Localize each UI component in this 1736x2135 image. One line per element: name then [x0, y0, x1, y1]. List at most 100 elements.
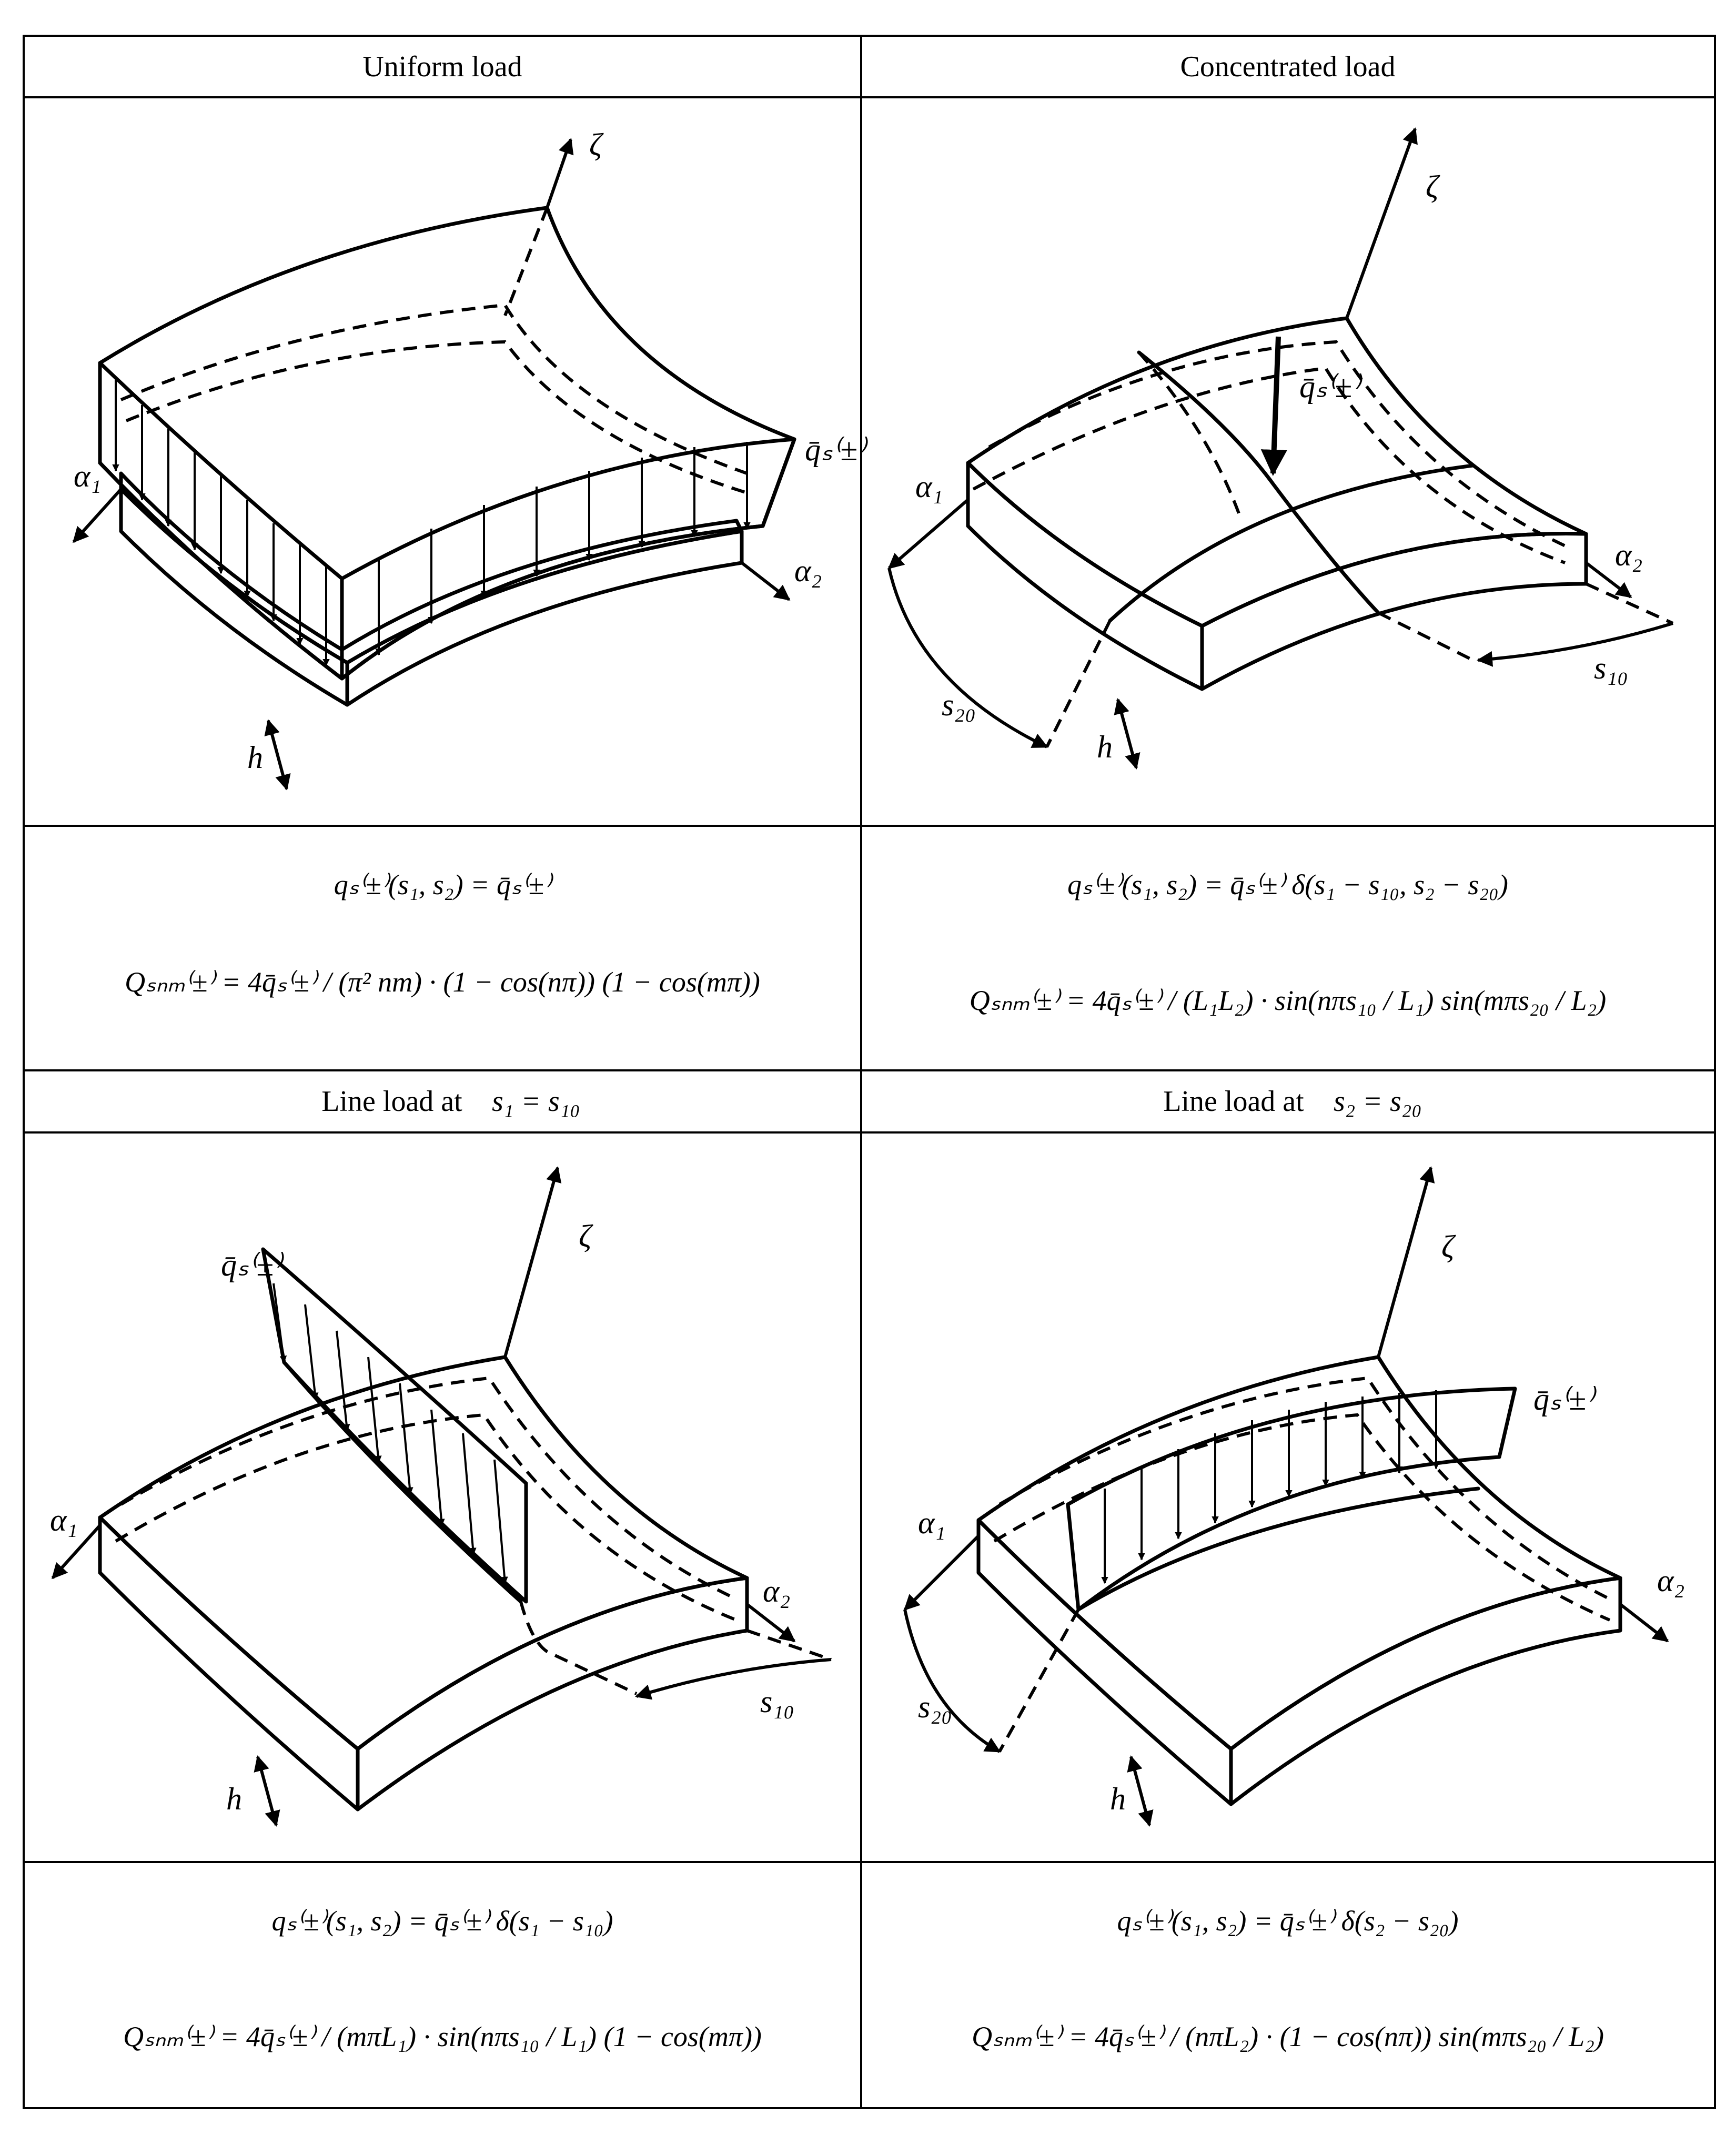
alpha2-label: α₂ — [1615, 538, 1642, 572]
s10-label: s₁₀ — [760, 1684, 794, 1719]
equation-concentrated-q: qₛ⁽±⁾(s₁, s₂) = q̄ₛ⁽±⁾ δ(s₁ − s₁₀, s₂ − … — [1067, 869, 1508, 900]
equation-concentrated-Q: Qₛₙₘ⁽±⁾ = 4q̄ₛ⁽±⁾ / (L₁L₂) · sin(nπs₁₀ /… — [970, 985, 1607, 1016]
zeta-axis — [546, 138, 574, 208]
shell-top-face — [98, 1355, 749, 1751]
diagram-uniform-load: ζ α₁ α₂ q̄ₛ⁽±⁾ q̄ₛ⁽±⁾ h — [72, 127, 868, 791]
thickness-label: h — [1110, 1782, 1126, 1816]
s20-label: s₂₀ — [918, 1689, 952, 1724]
dashed-midsurface-1 — [120, 303, 748, 475]
dashed-midsurface-2 — [972, 366, 1566, 564]
s20-label: s₂₀ — [942, 687, 976, 722]
header-line-load-s1-eq: s₁ = s₁₀ — [492, 1085, 580, 1118]
alpha2-axis — [741, 561, 791, 601]
zeta-label: ζ — [579, 1219, 593, 1253]
equation-line-s1-Q: Qₛₙₘ⁽±⁾ = 4q̄ₛ⁽±⁾ / (mπL₁) · sin(nπs₁₀ /… — [123, 2021, 762, 2052]
zeta-label: ζ — [1441, 1229, 1456, 1264]
line-load-sheet — [1066, 1387, 1517, 1612]
s20-extension — [1045, 620, 1112, 748]
diagram-line-load-s1: q̄ₛ⁽±⁾ ζ α₁ α₂ s₁₀ h — [50, 1166, 832, 1827]
alpha1-axis — [903, 1534, 980, 1611]
s10-extension-2 — [1585, 582, 1674, 625]
s10-dimension — [1477, 622, 1673, 667]
grid-line-s2 — [1108, 463, 1475, 623]
dashed-midsurface-2 — [115, 1413, 738, 1622]
alpha1-axis — [51, 1524, 102, 1580]
dashed-axis — [503, 207, 549, 317]
diagram-concentrated-load: q̄ₛ⁽±⁾ ζ α₁ α₂ s₂₀ s₁₀ h — [887, 127, 1674, 770]
dashed-midsurface-2 — [125, 340, 753, 496]
s20-extension — [998, 1608, 1080, 1753]
diagram-line-load-s2: q̄ₛ⁽±⁾ ζ α₁ α₂ s₂₀ h — [903, 1166, 1684, 1827]
alpha1-label: α₁ — [915, 469, 943, 504]
header-line-load-s1: Line load at s₁ = s₁₀ — [321, 1085, 580, 1118]
zeta-axis — [1345, 127, 1418, 319]
thickness-dimension — [1127, 1755, 1154, 1827]
s10-dimension — [635, 1658, 832, 1700]
thickness-dimension — [254, 1755, 280, 1827]
equation-line-s1-q: qₛ⁽±⁾(s₁, s₂) = q̄ₛ⁽±⁾ δ(s₁ − s₁₀) — [272, 1905, 613, 1937]
equation-uniform-q: qₛ⁽±⁾(s₁, s₂) = q̄ₛ⁽±⁾ — [334, 869, 553, 900]
line-load-q-label: q̄ₛ⁽±⁾ — [1533, 1382, 1597, 1416]
equation-line-s2-Q: Qₛₙₘ⁽±⁾ = 4q̄ₛ⁽±⁾ / (nπL₂) · (1 − cos(nπ… — [972, 2021, 1604, 2052]
zeta-axis — [503, 1166, 562, 1358]
alpha1-label: α₁ — [918, 1505, 945, 1540]
shell-top-face — [976, 1355, 1622, 1751]
alpha2-axis — [1585, 561, 1632, 599]
dashed-midsurface-2 — [993, 1413, 1611, 1622]
shell-right-face — [345, 529, 744, 707]
uniform-load-right-surface — [340, 437, 796, 681]
alpha1-axis — [72, 488, 123, 543]
header-line-load-s2-eq: s₂ = s₂₀ — [1334, 1085, 1422, 1118]
thickness-label: h — [247, 740, 263, 775]
dashed-s1 — [1137, 351, 1243, 521]
header-line-load-s2-text: Line load at — [1163, 1085, 1304, 1118]
header-line-load-s1-text: Line load at — [321, 1085, 462, 1118]
shell-right-face — [356, 1576, 749, 1812]
line-load-sheet — [261, 1247, 528, 1604]
dashed-midsurface-1 — [120, 1376, 738, 1601]
equation-uniform-Q: Qₛₙₘ⁽±⁾ = 4q̄ₛ⁽±⁾ / (π² nm) · (1 − cos(n… — [125, 966, 760, 998]
alpha2-label: α₂ — [763, 1574, 790, 1608]
alpha2-axis — [1619, 1603, 1669, 1643]
alpha1-label: α₁ — [50, 1503, 77, 1537]
alpha2-label: α₂ — [794, 553, 822, 588]
line-load-base — [1076, 1486, 1480, 1612]
header-uniform-load: Uniform load — [362, 50, 522, 83]
s20-dimension — [887, 568, 1048, 748]
dashed-midsurface-1 — [998, 1376, 1611, 1601]
shell-front-face — [98, 1515, 360, 1812]
header-concentrated-load: Concentrated load — [1180, 50, 1396, 83]
s10-label: s₁₀ — [1594, 651, 1628, 685]
s10-extension — [519, 1601, 638, 1695]
alpha1-label: α₁ — [74, 459, 101, 493]
uniform-load-front-surface — [98, 361, 344, 681]
equation-line-s2-q: qₛ⁽±⁾(s₁, s₂) = q̄ₛ⁽±⁾ δ(s₂ − s₂₀) — [1117, 1905, 1459, 1937]
concentrated-load-q-label: q̄ₛ⁽±⁾ — [1299, 369, 1362, 404]
s10-extension — [1377, 611, 1474, 662]
shell-right-face — [1200, 532, 1588, 691]
zeta-label: ζ — [1426, 169, 1440, 204]
thickness-dimension — [1114, 698, 1140, 770]
thickness-dimension — [264, 719, 291, 791]
s20-dimension — [903, 1609, 1001, 1753]
grid-line-s1 — [1137, 350, 1380, 615]
header-line-load-s2: Line load at s₂ = s₂₀ — [1163, 1085, 1422, 1118]
line-load-q-label: q̄ₛ⁽±⁾ — [221, 1248, 284, 1282]
dashed-midsurface-1 — [988, 340, 1569, 549]
thickness-label: h — [226, 1782, 242, 1816]
zeta-label: ζ — [589, 127, 604, 162]
alpha2-label: α₂ — [1657, 1563, 1684, 1598]
zeta-axis — [1377, 1166, 1435, 1358]
uniform-load-arrows — [112, 379, 751, 666]
s10-extension-2 — [746, 1629, 832, 1661]
shell-right-face — [1229, 1576, 1622, 1806]
alpha1-axis — [887, 498, 969, 570]
line-load-arrows — [1101, 1390, 1440, 1584]
uniform-load-q-label: q̄ₛ⁽±⁾ — [805, 432, 868, 467]
shell-top-face — [966, 316, 1588, 628]
table-grid — [23, 35, 1716, 2109]
thickness-label: h — [1097, 730, 1113, 764]
alpha2-axis — [746, 1603, 796, 1643]
line-load-arrows — [272, 1283, 508, 1584]
